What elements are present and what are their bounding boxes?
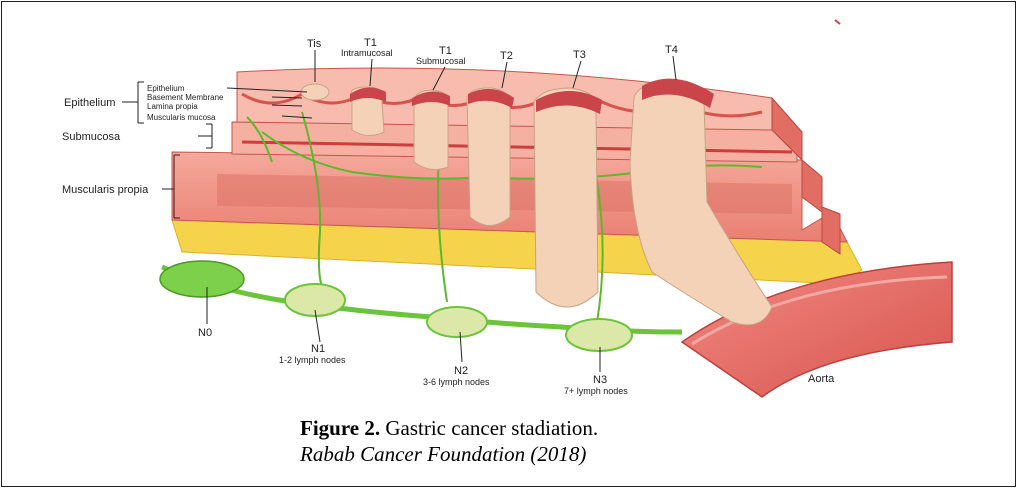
label-stage-n1: N1 xyxy=(311,343,325,355)
caption-source: Rabab Cancer Foundation (2018) xyxy=(300,442,586,467)
label-stage-t4: T4 xyxy=(665,44,678,56)
corner-mark xyxy=(835,20,840,24)
label-stage-n2-sub: 3-6 lymph nodes xyxy=(423,377,490,387)
lymph-node-n2 xyxy=(427,307,487,337)
label-epithelium-layer: Epithelium xyxy=(64,97,115,109)
label-aorta: Aorta xyxy=(808,373,835,385)
label-stage-n2: N2 xyxy=(454,365,468,377)
label-muscularis-propia-layer: Muscularis propia xyxy=(62,184,149,196)
tumor-t2 xyxy=(467,88,511,226)
label-stage-t3: T3 xyxy=(573,49,586,61)
caption-title-line: Figure 2. Gastric cancer stadiation. xyxy=(300,416,598,441)
label-stage-t1-intramucosal-sub: Intramucosal xyxy=(341,48,393,58)
label-stage-n3-sub: 7+ lymph nodes xyxy=(564,386,628,396)
label-stage-n1-sub: 1-2 lymph nodes xyxy=(279,355,346,365)
label-stage-n3: N3 xyxy=(593,374,607,386)
lymph-node-n0 xyxy=(160,261,244,297)
caption-figure-label: Figure 2. xyxy=(300,416,380,440)
label-stage-t1-submucosal-sub: Submucosal xyxy=(416,56,466,66)
label-stage-n0: N0 xyxy=(198,327,212,339)
sublabel-lamina-propia: Lamina propia xyxy=(147,102,198,111)
tumor-t3 xyxy=(534,88,598,307)
label-stage-t2: T2 xyxy=(500,50,513,62)
label-submucosa-layer: Submucosa xyxy=(62,131,121,143)
caption-title: Gastric cancer stadiation. xyxy=(385,416,598,440)
lymph-node-n3 xyxy=(566,319,632,351)
sublabel-basement-membrane: Basement Membrane xyxy=(147,93,224,102)
sublabel-muscularis-mucosa: Muscularis mucosa xyxy=(147,113,216,122)
gastric-cancer-illustration: Epithelium Submucosa Muscularis propia E… xyxy=(2,2,1017,412)
label-stage-tis: Tis xyxy=(307,38,322,50)
sublabel-epithelium: Epithelium xyxy=(147,84,185,93)
